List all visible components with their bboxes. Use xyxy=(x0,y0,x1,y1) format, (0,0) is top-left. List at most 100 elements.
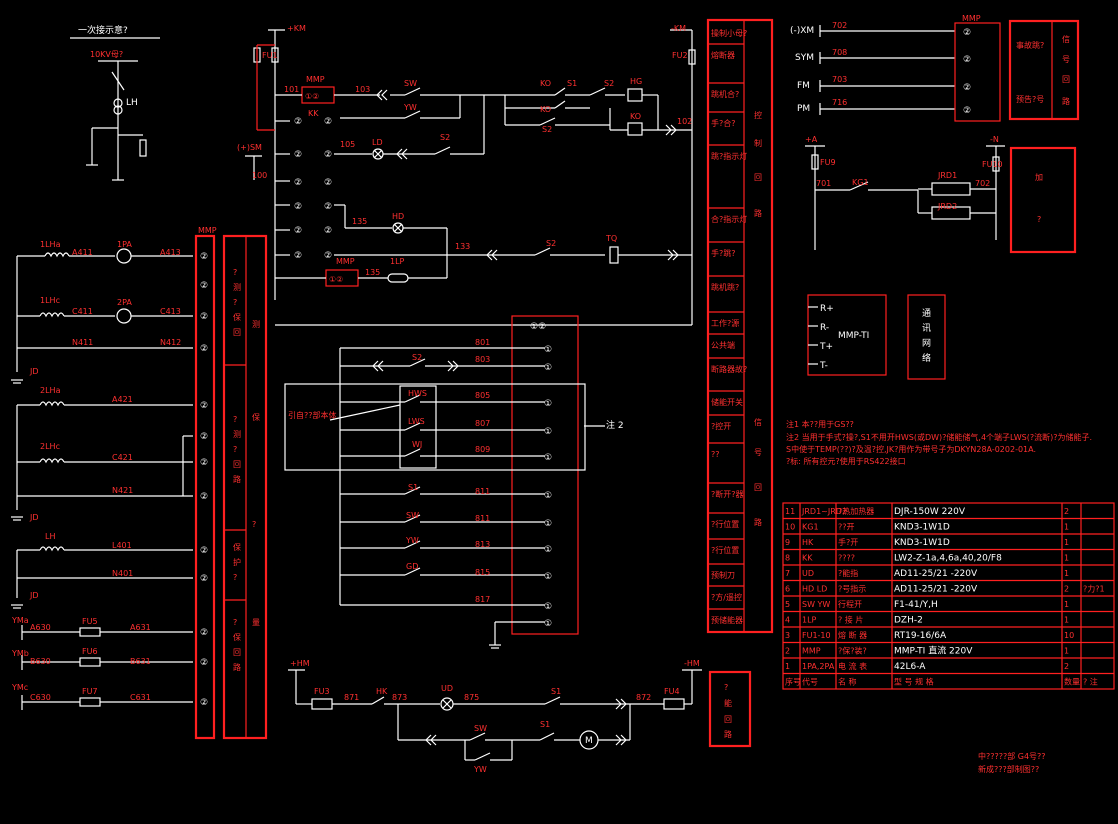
bom-cell: 2 xyxy=(1064,585,1069,594)
svg-text:C421: C421 xyxy=(112,453,133,462)
svg-text:C411: C411 xyxy=(72,307,93,316)
bom-cell: DZH-2 xyxy=(894,616,923,626)
svg-text:S2: S2 xyxy=(412,353,422,362)
bom-cell: 1 xyxy=(1064,538,1069,547)
bom-header: ? 注 xyxy=(1083,677,1098,687)
svg-text:702: 702 xyxy=(832,21,847,30)
svg-text:KO: KO xyxy=(630,112,641,121)
svg-text:N411: N411 xyxy=(72,338,93,347)
svg-text:WJ: WJ xyxy=(412,440,422,449)
aux-terminal: ① xyxy=(544,491,552,501)
svg-text:能: 能 xyxy=(724,698,732,708)
motor-circuit: +HM FU3 871 HK 873 UD 875 S1 872 FU4 -HM… xyxy=(288,659,752,774)
svg-text:702: 702 xyxy=(975,179,990,188)
left-terminal: ② xyxy=(200,658,208,668)
svg-text:A411: A411 xyxy=(72,248,93,257)
svg-text:C631: C631 xyxy=(130,693,151,702)
svg-text:807: 807 xyxy=(475,419,490,428)
svg-text:网: 网 xyxy=(922,338,931,349)
left-terminal: ② xyxy=(200,458,208,468)
svg-text:信: 信 xyxy=(1062,34,1070,44)
svg-text:875: 875 xyxy=(464,693,479,702)
svg-text:②: ② xyxy=(963,55,971,65)
svg-text:路: 路 xyxy=(1062,96,1070,106)
svg-text:①②: ①② xyxy=(305,92,319,101)
bom-cell: 11 xyxy=(785,507,795,516)
svg-text:YW: YW xyxy=(405,536,419,545)
svg-text:S2: S2 xyxy=(542,125,552,134)
left-group-char: 保 xyxy=(233,632,241,642)
svg-text:LWS: LWS xyxy=(408,417,425,426)
svg-text:815: 815 xyxy=(475,568,490,577)
svg-text:871: 871 xyxy=(344,693,359,702)
left-terminal: ② xyxy=(200,698,208,708)
left-terminal: ② xyxy=(200,281,208,291)
svg-text:通: 通 xyxy=(922,308,931,319)
svg-text:2PA: 2PA xyxy=(117,298,132,307)
control-panel-item: 跳机合? xyxy=(711,89,739,99)
heater-circuit: +A FU9 701 KG1 JRD1 JRD2 702 -N FU10 加 ? xyxy=(805,135,1077,254)
left-group-char: ? xyxy=(233,445,237,454)
footer: 中?????部 G4号?? 新成???部制图?? xyxy=(978,751,1046,774)
aux-terminal: ① xyxy=(544,453,552,463)
svg-text:②: ② xyxy=(324,202,332,212)
svg-text:②: ② xyxy=(963,83,971,93)
svg-text:103: 103 xyxy=(355,85,370,94)
svg-text:SW: SW xyxy=(404,79,417,88)
svg-text:FU5: FU5 xyxy=(82,617,98,626)
svg-text:M: M xyxy=(585,736,593,746)
control-panel-group-char: 号 xyxy=(754,448,762,457)
left-terminal: ② xyxy=(200,574,208,584)
svg-text:708: 708 xyxy=(832,48,847,57)
control-panel-item: 预储能器 xyxy=(711,615,743,625)
control-panel-group-char: 路 xyxy=(754,517,762,527)
svg-text:②: ② xyxy=(324,251,332,261)
comm-block: R+ R- T+ T- MMP-TI 通 讯 网 络 xyxy=(807,294,946,380)
bom-cell: 4 xyxy=(785,616,790,625)
bom-cell: FU1-10 xyxy=(802,631,831,640)
svg-text:YMa: YMa xyxy=(11,616,29,625)
svg-text:R-: R- xyxy=(820,323,829,333)
left-terminal: ② xyxy=(200,628,208,638)
svg-text:②: ② xyxy=(294,226,302,236)
bom-cell: AD11-25/21 -220V xyxy=(894,569,978,579)
svg-text:135: 135 xyxy=(365,268,380,277)
primary-diagram: 一次接示意? 10KV母? LH xyxy=(70,24,160,181)
bom-cell: 1LP xyxy=(802,616,817,625)
svg-text:YW: YW xyxy=(473,765,487,774)
bom-cell: 5 xyxy=(785,600,790,609)
svg-text:1LHc: 1LHc xyxy=(40,296,60,305)
svg-text:事故跳?: 事故跳? xyxy=(1016,40,1044,50)
svg-text:SW: SW xyxy=(406,511,419,520)
bom-cell: UD xyxy=(802,569,814,578)
svg-text:MMP: MMP xyxy=(962,14,981,23)
svg-text:TQ: TQ xyxy=(605,234,617,243)
svg-text:(-)XM: (-)XM xyxy=(790,26,814,36)
bom-header: 型 号 规 格 xyxy=(894,677,934,687)
svg-text:MMP: MMP xyxy=(336,257,355,266)
bom-cell: 2 xyxy=(785,647,790,656)
svg-text:716: 716 xyxy=(832,98,847,107)
left-group-char: 回 xyxy=(233,328,241,337)
bom-cell: 2 xyxy=(1064,662,1069,671)
svg-text:②: ② xyxy=(294,202,302,212)
svg-text:S中使于TEMP(??)?及温?控,JK?用作为带号子为DK: S中使于TEMP(??)?及温?控,JK?用作为带号子为DKYN28A-0202… xyxy=(786,444,1036,454)
svg-text:①②: ①② xyxy=(329,275,343,284)
svg-text:引自??部本体: 引自??部本体 xyxy=(288,410,337,420)
svg-text:YW: YW xyxy=(403,103,417,112)
aux-terminal: ① xyxy=(544,602,552,612)
svg-text:?标: 所有控元?使用于RS422接口: ?标: 所有控元?使用于RS422接口 xyxy=(786,456,906,466)
svg-text:S1: S1 xyxy=(551,687,561,696)
bom-cell: KK xyxy=(802,554,813,563)
bom-cell: 6 xyxy=(785,585,790,594)
svg-text:FU4: FU4 xyxy=(664,687,680,696)
svg-text:②: ② xyxy=(963,106,971,116)
left-terminal: ② xyxy=(200,492,208,502)
aux-terminal: ① xyxy=(544,572,552,582)
svg-text:T+: T+ xyxy=(819,342,833,352)
left-terminal: ② xyxy=(200,546,208,556)
svg-text:MMP: MMP xyxy=(306,75,325,84)
svg-text:L401: L401 xyxy=(112,541,132,550)
